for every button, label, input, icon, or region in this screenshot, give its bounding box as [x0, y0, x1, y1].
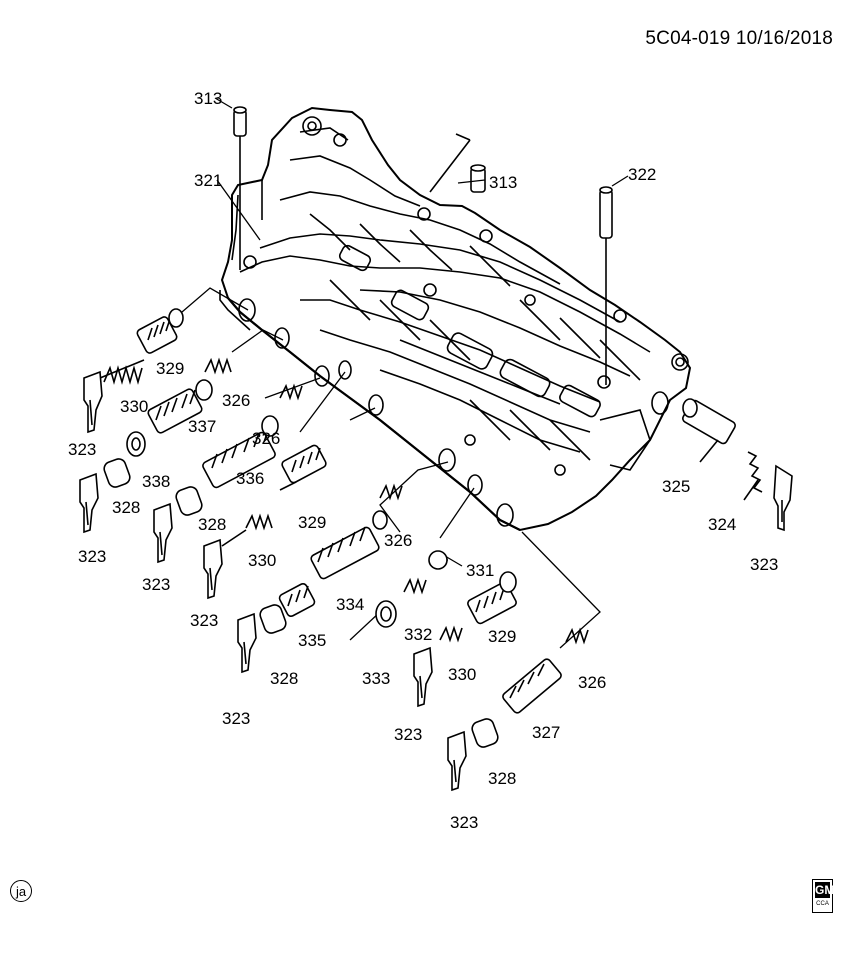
label-323-f: 323 [394, 725, 422, 744]
label-328-b: 328 [198, 515, 226, 534]
sleeve-328-c [259, 604, 287, 634]
valve-body [219, 106, 692, 532]
label-323-e: 323 [222, 709, 250, 728]
gm-logo-text: GM [815, 882, 835, 898]
label-338: 338 [142, 472, 170, 491]
valve-337 [147, 379, 213, 434]
valve-325 [682, 398, 736, 463]
label-323-g: 323 [450, 813, 478, 832]
label-328-c: 328 [270, 669, 298, 688]
label-330-c: 330 [448, 665, 476, 684]
label-323-h: 323 [750, 555, 778, 574]
spring-326-a [204, 357, 232, 375]
spring-326-b [279, 383, 303, 401]
label-328-d: 328 [488, 769, 516, 788]
label-326-a: 326 [222, 391, 250, 410]
pin-313-top [233, 106, 247, 270]
sleeve-328-a [103, 458, 131, 488]
spring-332 [403, 577, 427, 595]
label-326-b: 326 [252, 429, 280, 448]
pin-322 [599, 186, 613, 385]
spring-326-d [565, 627, 589, 645]
pin-313-mid [429, 133, 486, 193]
spring-330-a [99, 359, 145, 385]
sleeve-328-d [471, 718, 499, 748]
callout-labels: 313 313 321 322 329 330 326 337 323 338 … [68, 89, 778, 832]
valve-329-b [279, 444, 327, 491]
label-335: 335 [298, 631, 326, 650]
valve-327 [502, 658, 562, 714]
label-332: 332 [404, 625, 432, 644]
label-336: 336 [236, 469, 264, 488]
retainer-323-g [447, 730, 467, 792]
label-323-d: 323 [190, 611, 218, 630]
spring-326-c [379, 483, 403, 501]
spring-330-b [221, 513, 273, 547]
valve-334 [310, 510, 388, 580]
retainer-323-d [203, 538, 223, 600]
figure-code-badge: ja [10, 880, 32, 902]
label-327: 327 [532, 723, 560, 742]
label-326-c: 326 [384, 531, 412, 550]
retainer-323-f [413, 646, 433, 708]
retainer-323-a [83, 370, 103, 434]
label-313-top: 313 [194, 89, 222, 108]
retainer-323-h [773, 464, 793, 532]
valve-329-c [467, 571, 517, 625]
label-330-a: 330 [120, 397, 148, 416]
label-329-c: 329 [488, 627, 516, 646]
label-333: 333 [362, 669, 390, 688]
drawing-id: 5C04-019 10/16/2018 [645, 28, 833, 49]
ball-331 [428, 550, 448, 570]
gm-logo: GM CCA [812, 879, 835, 913]
label-326-d: 326 [578, 673, 606, 692]
label-322: 322 [628, 165, 656, 184]
label-331: 331 [466, 561, 494, 580]
label-323-b: 323 [78, 547, 106, 566]
label-329-a: 329 [156, 359, 184, 378]
retainer-323-c [153, 502, 173, 564]
label-329-b: 329 [298, 513, 326, 532]
label-337: 337 [188, 417, 216, 436]
label-321: 321 [194, 171, 222, 190]
seal-333 [375, 600, 397, 628]
spring-324 [743, 451, 763, 501]
gm-logo-subtext: CCA [816, 901, 829, 907]
retainer-323-e [237, 612, 257, 674]
label-324: 324 [708, 515, 736, 534]
label-325: 325 [662, 477, 690, 496]
label-323-a: 323 [68, 440, 96, 459]
sleeve-328-b [175, 486, 203, 516]
label-313-mid: 313 [489, 173, 517, 192]
spring-330-c [439, 625, 463, 643]
label-323-c: 323 [142, 575, 170, 594]
retainer-323-b [79, 472, 99, 534]
plug-338 [126, 431, 146, 457]
valve-336 [202, 415, 279, 489]
label-334: 334 [336, 595, 364, 614]
valve-335 [278, 582, 316, 618]
label-330-b: 330 [248, 551, 276, 570]
valve-329-a [136, 308, 184, 354]
label-328-a: 328 [112, 498, 140, 517]
